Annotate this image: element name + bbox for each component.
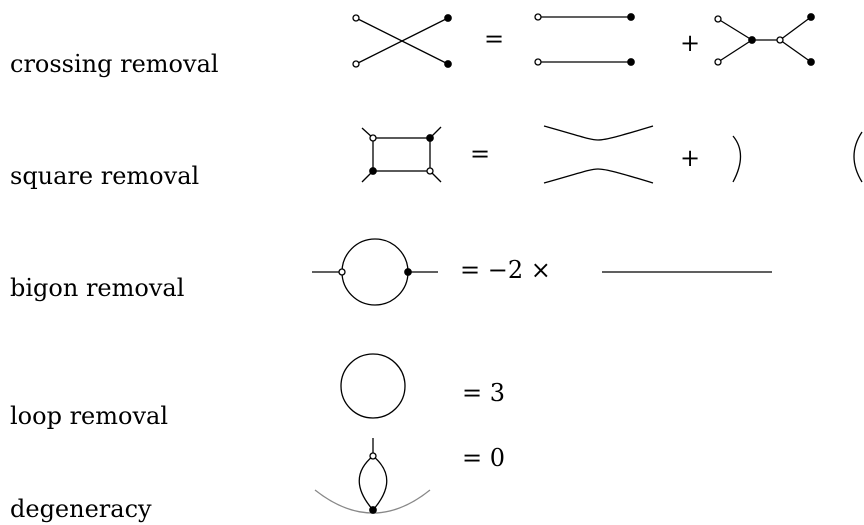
h-graph-term bbox=[714, 13, 815, 66]
degeneracy-equation: = 0 bbox=[462, 444, 506, 472]
square-equals-sign: = bbox=[470, 140, 491, 168]
horizontal-arcs-term bbox=[543, 125, 654, 184]
bigon-diagram bbox=[312, 238, 438, 306]
square-diagram bbox=[361, 126, 442, 183]
crossing-open-vertex-top bbox=[352, 14, 360, 22]
loop-diagram bbox=[340, 353, 406, 419]
crossing-open-vertex-bottom bbox=[352, 60, 360, 68]
parallel-lines-term bbox=[534, 13, 635, 66]
square-plus-sign: + bbox=[680, 144, 701, 172]
crossing-equals-sign: = bbox=[484, 25, 505, 53]
loop-equation: = 3 bbox=[462, 379, 506, 407]
crossing-filled-vertex-top bbox=[444, 14, 452, 22]
crossing-plus-sign: + bbox=[680, 29, 701, 57]
rule-label-degeneracy: degeneracy bbox=[10, 495, 152, 523]
rule-label-crossing-removal: crossing removal bbox=[10, 50, 219, 78]
crossing-filled-vertex-bottom bbox=[444, 60, 452, 68]
crossing-diagram bbox=[352, 14, 452, 68]
vertical-arcs-term bbox=[732, 131, 863, 183]
rule-label-square-removal: square removal bbox=[10, 162, 200, 190]
bigon-equation: = −2 × bbox=[460, 256, 551, 284]
degeneracy-diagram bbox=[314, 438, 431, 514]
rule-label-loop-removal: loop removal bbox=[10, 402, 168, 430]
rule-label-bigon-removal: bigon removal bbox=[10, 274, 185, 302]
